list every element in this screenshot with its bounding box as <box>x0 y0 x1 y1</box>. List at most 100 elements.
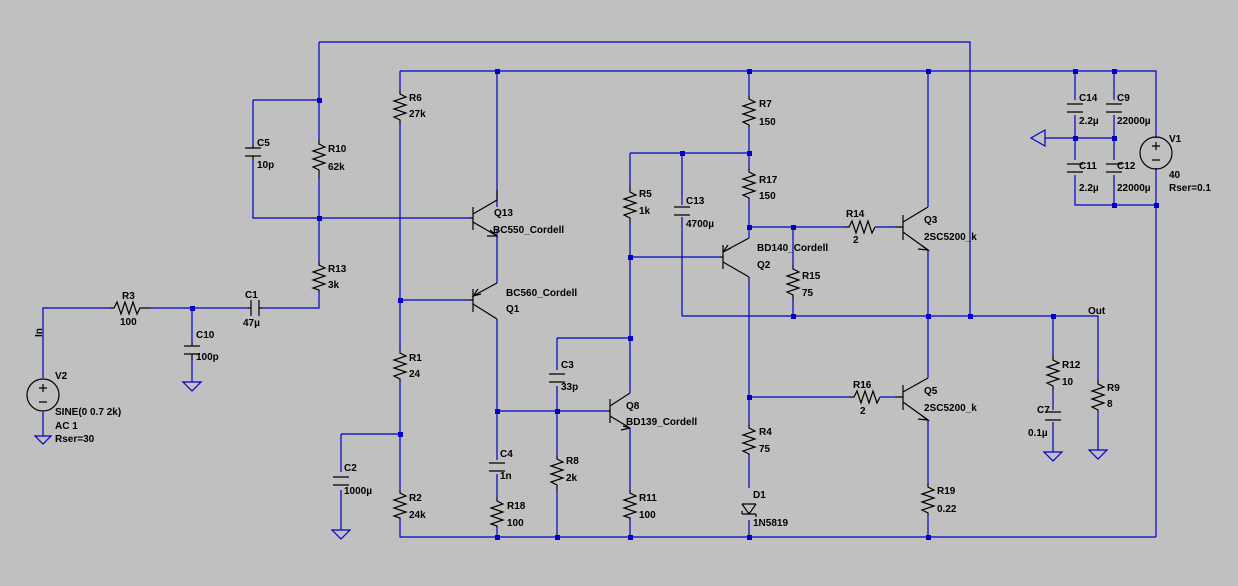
capacitor-c10[interactable] <box>184 342 200 360</box>
capacitor-c3[interactable] <box>549 373 565 383</box>
label-q5: Q5 <box>924 386 938 397</box>
label-out: Out <box>1088 306 1106 317</box>
label-q1-model: BC560_Cordell <box>506 288 577 299</box>
label-v1-rser: Rser=0.1 <box>1169 183 1211 194</box>
resistor-r10[interactable] <box>311 140 327 178</box>
label-r19: R19 <box>937 486 956 497</box>
diode-d1[interactable] <box>741 503 757 517</box>
label-q8-model: BD139_Cordell <box>626 417 697 428</box>
resistor-r2[interactable] <box>392 490 408 520</box>
label-r1: R1 <box>409 353 422 364</box>
resistor-r14[interactable] <box>845 219 876 235</box>
label-c13: C13 <box>686 196 705 207</box>
resistor-r1[interactable] <box>392 350 408 382</box>
label-r10: R10 <box>328 144 347 155</box>
label-q2-model: BD140_Cordell <box>757 243 828 254</box>
transistor-q3[interactable] <box>895 206 931 251</box>
transistor-q8[interactable] <box>608 392 631 431</box>
label-r4: R4 <box>759 427 772 438</box>
resistor-r4[interactable] <box>741 424 757 456</box>
label-r8-value: 2k <box>566 473 578 484</box>
label-r18: R18 <box>507 501 526 512</box>
resistor-r7[interactable] <box>741 95 757 127</box>
capacitor-c11[interactable] <box>1067 163 1083 173</box>
label-v2-rser: Rser=30 <box>55 434 95 445</box>
label-r13-value: 3k <box>328 280 340 291</box>
label-r6: R6 <box>409 93 422 104</box>
label-c3-value: 33p <box>561 382 578 393</box>
wires <box>42 41 1157 538</box>
capacitor-c1[interactable] <box>248 300 262 316</box>
capacitor-c7[interactable] <box>1045 411 1061 421</box>
label-r16-value: 2 <box>860 406 866 417</box>
resistor-r12[interactable] <box>1045 355 1061 390</box>
capacitor-c2[interactable] <box>333 476 349 486</box>
label-q2: Q2 <box>757 260 771 271</box>
junctions <box>190 69 1159 540</box>
label-c5-value: 10p <box>257 160 274 171</box>
label-c10: C10 <box>196 330 215 341</box>
label-r14: R14 <box>846 209 865 220</box>
label-r3-value: 100 <box>120 317 137 328</box>
resistor-r8[interactable] <box>549 455 565 490</box>
capacitor-c14[interactable] <box>1067 103 1083 113</box>
resistor-r18[interactable] <box>489 498 505 528</box>
label-r15: R15 <box>802 271 821 282</box>
label-v1-voltage: 40 <box>1169 170 1181 181</box>
label-r4-value: 75 <box>759 444 771 455</box>
resistor-r5[interactable] <box>622 186 638 222</box>
label-c12-value: 22000µ <box>1117 183 1151 194</box>
label-v2: V2 <box>55 371 68 382</box>
label-c12: C12 <box>1117 161 1136 172</box>
label-r3: R3 <box>122 291 135 302</box>
resistor-r15[interactable] <box>785 265 801 300</box>
resistor-r19[interactable] <box>920 483 936 515</box>
transistor-q2[interactable] <box>720 237 750 278</box>
resistor-r16[interactable] <box>850 389 881 405</box>
label-d1: D1 <box>753 490 766 501</box>
label-c11-value: 2.2µ <box>1079 183 1099 194</box>
label-q1: Q1 <box>506 304 520 315</box>
label-r2: R2 <box>409 493 422 504</box>
capacitor-c5[interactable] <box>245 145 261 160</box>
label-r11: R11 <box>639 493 657 504</box>
capacitor-c12[interactable] <box>1106 163 1122 173</box>
label-r10-value: 62k <box>328 162 345 173</box>
label-v2-sine: SINE(0 0.7 2k) <box>55 407 121 418</box>
label-v1: V1 <box>1169 134 1182 145</box>
capacitor-c9[interactable] <box>1106 103 1122 113</box>
label-r18-value: 100 <box>507 518 524 529</box>
label-r5-value: 1k <box>639 206 651 217</box>
label-c4-value: 1n <box>500 471 512 482</box>
label-q13: Q13 <box>494 208 513 219</box>
label-q3: Q3 <box>924 215 938 226</box>
transistor-q5[interactable] <box>895 377 931 421</box>
resistor-r11[interactable] <box>622 490 638 520</box>
label-r17: R17 <box>759 175 778 186</box>
label-c13-value: 4700µ <box>686 219 714 230</box>
label-c9-value: 22000µ <box>1117 116 1151 127</box>
voltage-source-v2[interactable] <box>26 378 60 412</box>
transistor-q13[interactable] <box>470 190 499 237</box>
label-c11: C11 <box>1079 161 1097 172</box>
label-r6-value: 27k <box>409 109 426 120</box>
label-r12-value: 10 <box>1062 377 1074 388</box>
label-in: In <box>34 328 45 337</box>
label-r1-value: 24 <box>409 369 421 380</box>
voltage-source-v1[interactable] <box>1139 136 1173 170</box>
label-r9: R9 <box>1107 383 1120 394</box>
label-r5: R5 <box>639 189 652 200</box>
label-r16: R16 <box>853 380 872 391</box>
resistor-r13[interactable] <box>311 262 327 292</box>
capacitor-c13[interactable] <box>674 206 690 216</box>
capacitor-c4[interactable] <box>489 462 505 472</box>
resistor-r17[interactable] <box>741 168 757 200</box>
resistor-r3[interactable] <box>110 300 150 316</box>
label-r11-value: 100 <box>639 510 656 521</box>
label-c10-value: 100p <box>196 352 219 363</box>
resistor-r6[interactable] <box>392 90 408 124</box>
resistor-r9[interactable] <box>1090 380 1106 412</box>
label-r8: R8 <box>566 456 579 467</box>
transistor-q1[interactable] <box>470 282 498 320</box>
label-c1-value: 47µ <box>243 318 260 329</box>
